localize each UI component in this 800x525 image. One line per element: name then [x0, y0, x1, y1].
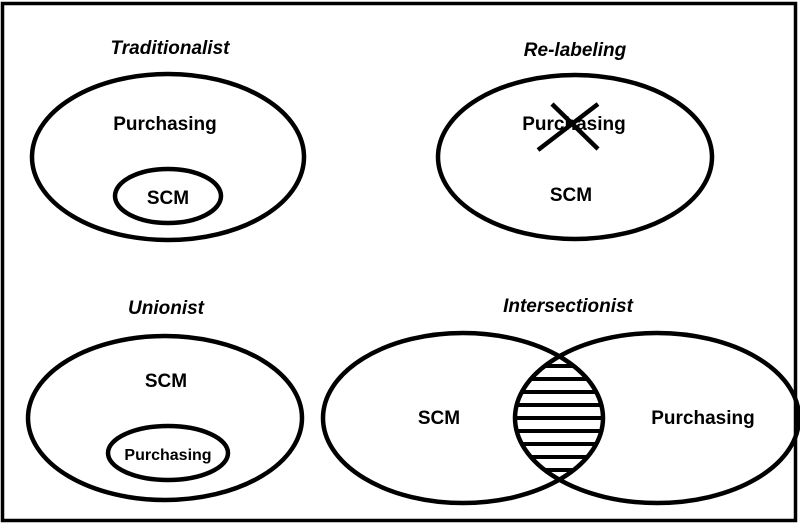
cross-out-icon — [536, 102, 600, 152]
scm-label: SCM — [145, 371, 187, 392]
panel-re-labeling: Re-labeling Purchasing SCM — [435, 40, 715, 242]
scm-label: SCM — [418, 408, 460, 429]
panel-traditionalist: Traditionalist Purchasing SCM — [29, 38, 307, 243]
panel-title: Intersectionist — [503, 296, 634, 317]
scm-ellipse — [25, 333, 305, 503]
panel-title: Re-labeling — [524, 40, 627, 61]
panel-title: Unionist — [128, 298, 205, 319]
purchasing-ellipse — [29, 71, 307, 243]
cross-out-icon — [550, 102, 600, 151]
purchasing-label: Purchasing — [124, 447, 211, 464]
panel-unionist: Unionist SCM Purchasing — [25, 298, 305, 503]
purchasing-label: Purchasing — [113, 114, 216, 135]
scm-ellipse — [435, 72, 715, 242]
scm-ellipse — [320, 330, 606, 506]
purchasing-ellipse — [512, 330, 800, 506]
scm-label: SCM — [147, 188, 189, 209]
purchasing-inner-ellipse — [105, 423, 231, 483]
panel-title: Traditionalist — [111, 38, 231, 59]
purchasing-label: Purchasing — [651, 408, 754, 429]
scm-inner-ellipse — [112, 166, 224, 226]
scm-label: SCM — [550, 185, 592, 206]
